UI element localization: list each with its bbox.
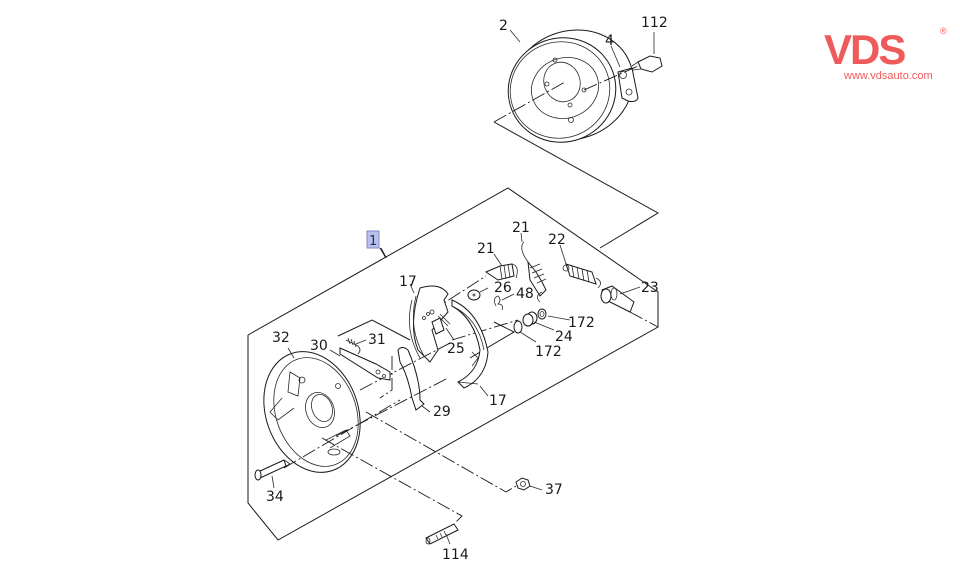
callout-32[interactable]: 32 bbox=[272, 330, 290, 346]
callout-22[interactable]: 22 bbox=[548, 232, 566, 248]
assembly-label-1[interactable]: 1 bbox=[366, 230, 380, 249]
spring-part-31[interactable] bbox=[345, 337, 361, 355]
callout-112[interactable]: 112 bbox=[641, 15, 668, 31]
callout-21-lower[interactable]: 21 bbox=[477, 241, 495, 257]
registered-mark: ® bbox=[940, 26, 947, 36]
washer-part-26[interactable] bbox=[467, 289, 481, 301]
bracket-part-4[interactable] bbox=[583, 62, 646, 103]
spring-part-22[interactable] bbox=[562, 263, 601, 289]
callout-17-front[interactable]: 17 bbox=[399, 274, 417, 290]
callout-17-rear[interactable]: 17 bbox=[489, 393, 507, 409]
callout-2[interactable]: 2 bbox=[499, 18, 508, 34]
callout-24[interactable]: 24 bbox=[555, 329, 573, 345]
leader-lines bbox=[271, 29, 655, 545]
callout-34[interactable]: 34 bbox=[266, 489, 284, 505]
callout-31[interactable]: 31 bbox=[368, 332, 386, 348]
callout-30[interactable]: 30 bbox=[310, 338, 328, 354]
logo-brand-text: VDS bbox=[824, 26, 905, 73]
clip-part-48[interactable] bbox=[494, 295, 503, 311]
lever-subframe bbox=[337, 319, 411, 399]
vds-logo-mark: VDS bbox=[824, 26, 907, 73]
assembly-frame bbox=[247, 121, 659, 541]
spring-part-24[interactable] bbox=[522, 311, 538, 327]
callout-23[interactable]: 23 bbox=[641, 280, 659, 296]
spring-part-25[interactable] bbox=[437, 313, 451, 327]
callout-172-upper[interactable]: 172 bbox=[568, 315, 595, 331]
adjuster-part-23[interactable] bbox=[600, 285, 659, 328]
spring-part-21-upper[interactable] bbox=[521, 241, 547, 303]
callout-48[interactable]: 48 bbox=[516, 286, 534, 302]
brake-drum[interactable] bbox=[493, 13, 648, 157]
callout-4[interactable]: 4 bbox=[605, 33, 614, 49]
nut-part-37[interactable] bbox=[365, 411, 531, 493]
backing-plate-part-32[interactable] bbox=[248, 338, 449, 486]
bolt-part-112[interactable] bbox=[631, 55, 663, 73]
stud-part-114[interactable] bbox=[321, 437, 463, 545]
brake-shoe-part-17-front[interactable] bbox=[408, 285, 449, 363]
lever-part-29[interactable] bbox=[359, 341, 453, 411]
lever-part-30[interactable] bbox=[339, 347, 391, 381]
callout-21-upper[interactable]: 21 bbox=[512, 220, 530, 236]
callout-172-lower[interactable]: 172 bbox=[535, 344, 562, 360]
bolt-part-34[interactable] bbox=[254, 459, 291, 481]
callout-26[interactable]: 26 bbox=[494, 280, 512, 296]
brake-shoe-part-17-rear[interactable] bbox=[451, 299, 489, 389]
washer-part-172-upper[interactable] bbox=[537, 308, 547, 320]
callout-labels: 2 4 112 21 21 22 17 26 48 23 172 24 172 … bbox=[266, 15, 668, 563]
callout-114[interactable]: 114 bbox=[442, 547, 469, 563]
logo-url[interactable]: www.vdsauto.com bbox=[844, 70, 933, 82]
assembly-label-text: 1 bbox=[369, 234, 377, 249]
callout-29[interactable]: 29 bbox=[433, 404, 451, 420]
callout-25[interactable]: 25 bbox=[447, 341, 465, 357]
callout-37[interactable]: 37 bbox=[545, 482, 563, 498]
washer-part-172-lower[interactable] bbox=[513, 320, 523, 334]
